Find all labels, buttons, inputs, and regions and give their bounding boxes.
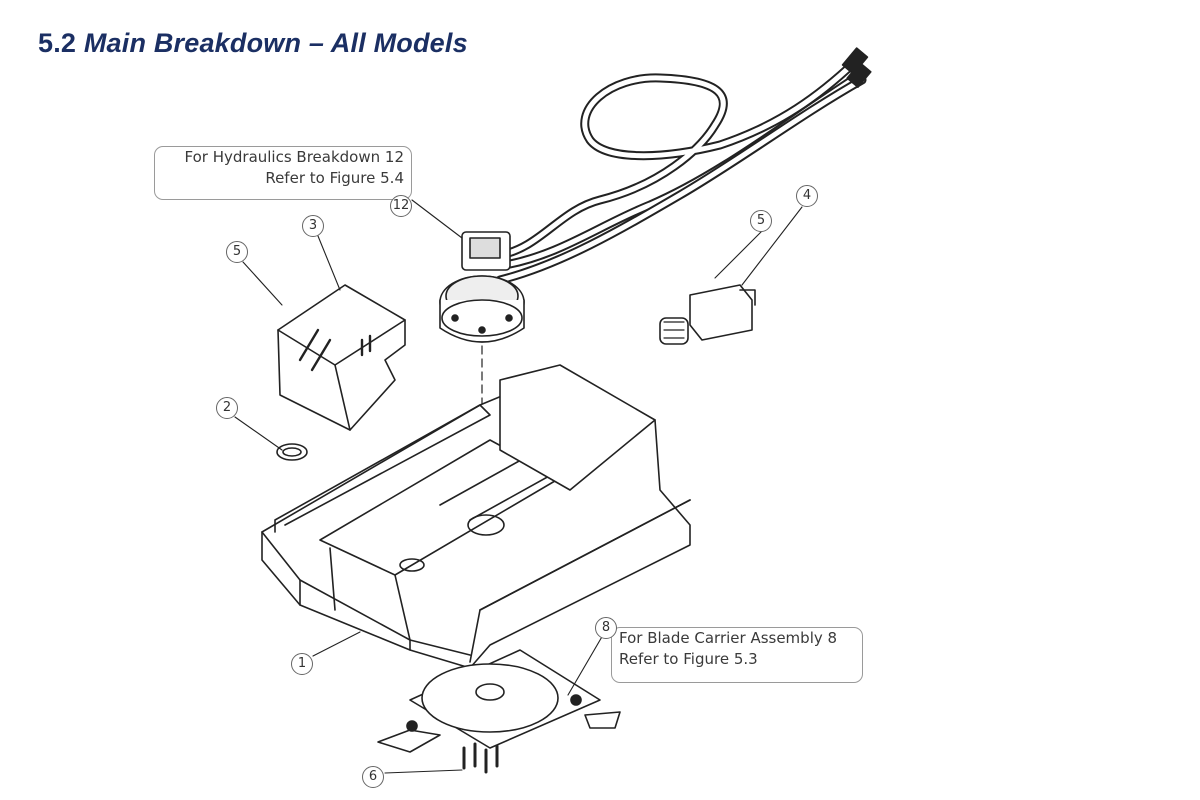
blade-bolts bbox=[462, 742, 499, 774]
blade-callout-line2: Refer to Figure 5.3 bbox=[619, 650, 758, 668]
hydraulic-valve bbox=[659, 284, 756, 345]
hydraulic-motor bbox=[439, 231, 525, 601]
part-number-8: 8 bbox=[595, 617, 617, 639]
section-title-text: Main Breakdown – All Models bbox=[83, 28, 468, 58]
blade-callout-line1: For Blade Carrier Assembly 8 bbox=[619, 629, 838, 647]
part-number-5-valve: 5 bbox=[750, 210, 772, 232]
page-title: 5.2 Main Breakdown – All Models bbox=[38, 28, 468, 59]
part-number-2: 2 bbox=[216, 397, 238, 419]
access-plate bbox=[276, 443, 308, 461]
blade-carrier-callout-box: For Blade Carrier Assembly 8 Refer to Fi… bbox=[611, 627, 863, 683]
leader-lines bbox=[234, 199, 803, 774]
blade-carrier bbox=[377, 649, 621, 753]
hydraulics-callout-line2: Refer to Figure 5.4 bbox=[265, 169, 404, 187]
part-number-1: 1 bbox=[291, 653, 313, 675]
hydraulics-callout-line1: For Hydraulics Breakdown 12 bbox=[184, 148, 404, 166]
hydraulic-hoses bbox=[495, 47, 872, 285]
section-number: 5.2 bbox=[38, 28, 77, 58]
part-number-12: 12 bbox=[390, 195, 412, 217]
part-number-3: 3 bbox=[302, 215, 324, 237]
blade-cover bbox=[277, 284, 406, 431]
deck-frame bbox=[261, 364, 691, 669]
part-number-5-cover: 5 bbox=[226, 241, 248, 263]
hydraulics-callout-box: For Hydraulics Breakdown 12 Refer to Fig… bbox=[154, 146, 412, 200]
part-number-4: 4 bbox=[796, 185, 818, 207]
part-number-6: 6 bbox=[362, 766, 384, 788]
